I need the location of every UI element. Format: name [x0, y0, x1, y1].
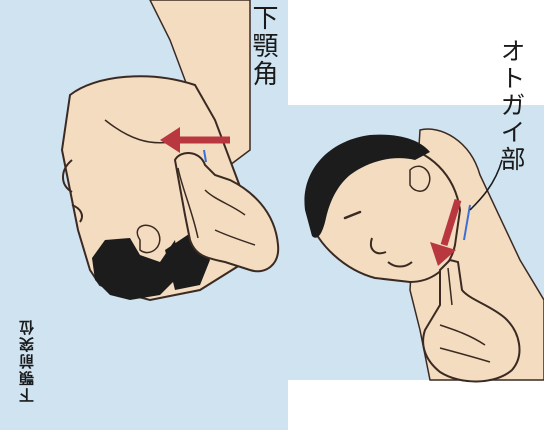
left-panel — [0, 0, 288, 430]
label-otogai: オトガイ部 — [496, 38, 526, 173]
label-mandible-angle: 下顎角 — [248, 4, 278, 88]
left-ear — [137, 225, 160, 252]
caption-jaw-thrust: 下顎前突位 — [18, 318, 36, 403]
right-ear — [410, 166, 430, 191]
